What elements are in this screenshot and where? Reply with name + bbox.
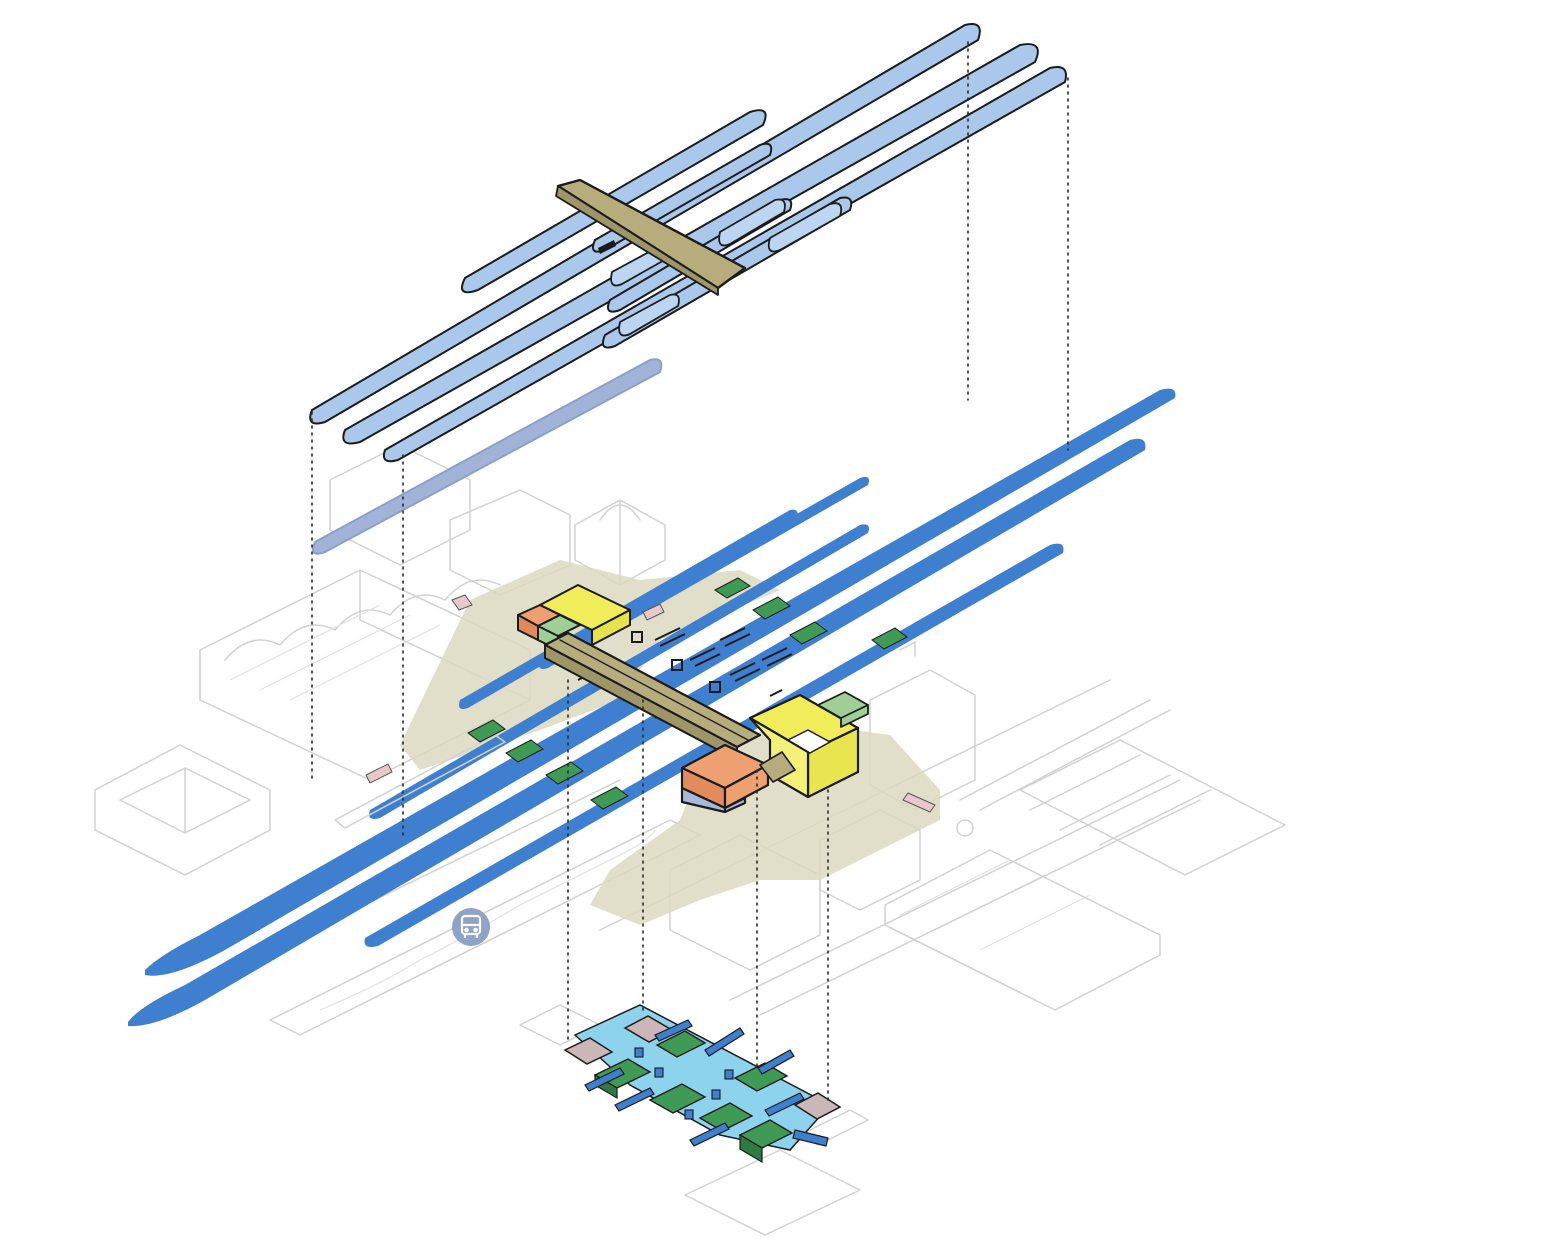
concourse-green-4 <box>698 1102 754 1132</box>
platform-markers <box>365 594 936 813</box>
track-2 <box>128 438 1146 1027</box>
concourse-mauve-2 <box>563 1037 614 1065</box>
shelter <box>752 596 791 620</box>
concourse-stairs <box>584 1019 829 1147</box>
canopy-tube-3 <box>718 198 786 247</box>
south-block-void <box>787 729 831 754</box>
concourse-kiosks <box>634 1047 734 1120</box>
bus-badge-circle <box>452 908 490 946</box>
marker <box>365 763 393 784</box>
north-block-green <box>537 614 581 651</box>
concourse-green-1 <box>655 1030 707 1058</box>
stair-symbol <box>631 631 721 693</box>
canopy-roofs <box>309 23 1067 555</box>
shelter <box>871 627 908 650</box>
south-block-stair <box>759 751 796 783</box>
concourse-green-5 <box>733 1062 789 1092</box>
bus-stop-badge <box>452 908 490 946</box>
context-buildings <box>94 444 1286 1036</box>
south-station-block <box>680 691 869 814</box>
shelter <box>590 786 629 810</box>
south-block-green <box>817 691 869 728</box>
shelter <box>467 719 506 743</box>
marker <box>902 792 936 813</box>
concourse-mauve-3 <box>793 1092 842 1120</box>
track-shelters <box>467 577 908 810</box>
shelter <box>505 739 544 763</box>
stair-symbol <box>654 627 686 647</box>
canopy-lift <box>312 358 663 555</box>
canopy-tube-2 <box>618 293 680 337</box>
stair-symbol <box>729 662 761 682</box>
north-block-yellow-side <box>591 609 631 646</box>
projection-leaders <box>311 41 1069 1106</box>
south-block-orange-side <box>723 763 770 810</box>
marker <box>451 594 473 611</box>
bus-icon <box>460 914 482 938</box>
stair-symbol <box>761 647 793 667</box>
north-station-block <box>517 584 631 651</box>
marker <box>642 603 665 621</box>
south-block-lift <box>680 786 747 814</box>
shelter <box>714 577 751 599</box>
stair-symbol <box>689 647 721 667</box>
shelter <box>789 621 828 645</box>
underground-concourse <box>519 1004 869 1236</box>
concourse-floor <box>573 1004 832 1151</box>
canopy-tube-4 <box>767 202 843 253</box>
plaza-ground <box>400 560 940 925</box>
concourse-green-3 <box>648 1083 707 1114</box>
shelter <box>545 761 584 785</box>
stair-symbol <box>719 627 751 647</box>
